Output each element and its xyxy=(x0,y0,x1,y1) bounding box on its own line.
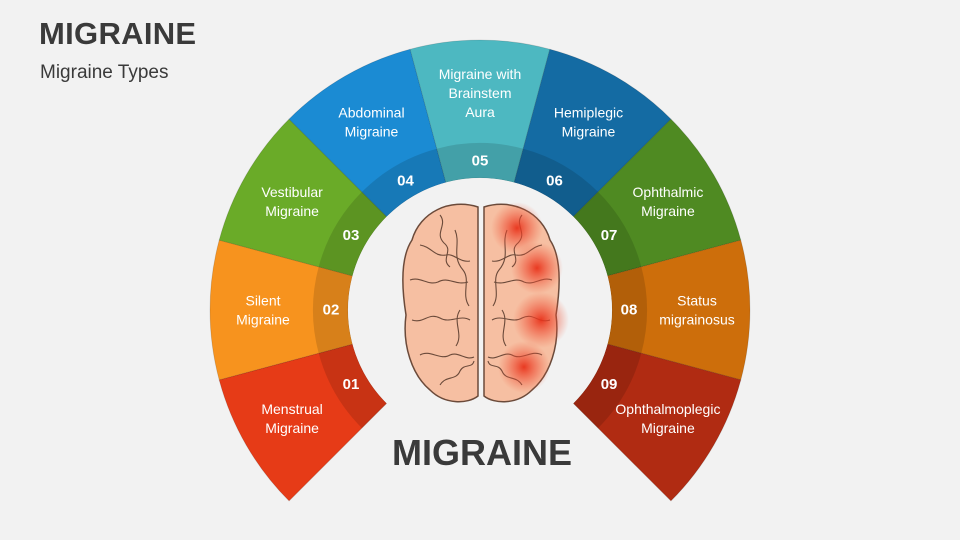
number-band xyxy=(361,148,446,217)
segment-label: Migraine xyxy=(345,124,399,140)
brain-icon xyxy=(402,202,569,403)
number-band xyxy=(607,266,648,354)
segment-number: 08 xyxy=(621,302,638,319)
number-band xyxy=(436,143,524,183)
segment-number: 02 xyxy=(323,302,340,319)
center-title: MIGRAINE xyxy=(392,432,572,473)
segment-label: Brainstem xyxy=(448,85,511,101)
pain-spot xyxy=(491,202,543,254)
segment-label: Migraine xyxy=(641,420,695,436)
pain-spot xyxy=(513,292,569,348)
segment-label: Migraine xyxy=(236,312,290,328)
segment-number: 07 xyxy=(601,227,618,244)
segment-label: Migraine xyxy=(641,203,695,219)
segment-number: 06 xyxy=(546,172,563,189)
segment-label: Migraine with xyxy=(439,66,521,82)
segment-08: 08 Status migrainosus xyxy=(607,239,751,381)
segment-label: Ophthalmic xyxy=(633,184,704,200)
segment-number: 09 xyxy=(601,376,618,393)
segment-label: Silent xyxy=(245,293,280,309)
segment-label: Abdominal xyxy=(338,105,404,121)
segment-label: Hemiplegic xyxy=(554,105,623,121)
segment-number: 05 xyxy=(472,153,489,170)
number-band xyxy=(573,191,642,276)
pain-spot xyxy=(498,341,550,393)
segment-label: Menstrual xyxy=(261,401,322,417)
number-band xyxy=(318,191,387,276)
segment-label: Status xyxy=(677,293,717,309)
page-subtitle: Migraine Types xyxy=(40,62,169,83)
segment-label: Vestibular xyxy=(261,184,323,200)
number-band xyxy=(318,344,387,429)
segment-number: 03 xyxy=(343,227,360,244)
number-band xyxy=(514,148,599,217)
segment-label: Migraine xyxy=(265,203,319,219)
number-band xyxy=(573,344,642,429)
pain-spot xyxy=(511,242,563,294)
segment-label: Migraine xyxy=(562,124,616,140)
segment-label: Aura xyxy=(465,104,495,120)
segment-number: 01 xyxy=(343,376,360,393)
segment-ring: 01MenstrualMigraine02SilentMigraine03Ves… xyxy=(209,39,751,502)
segment-label: Migraine xyxy=(265,420,319,436)
segment-label: Ophthalmoplegic xyxy=(615,401,720,417)
page-title: MIGRAINE xyxy=(39,16,197,51)
number-band xyxy=(313,266,353,354)
center-disc xyxy=(348,178,612,442)
segment-label: migrainosus xyxy=(659,312,734,328)
segment-number: 04 xyxy=(397,172,414,189)
